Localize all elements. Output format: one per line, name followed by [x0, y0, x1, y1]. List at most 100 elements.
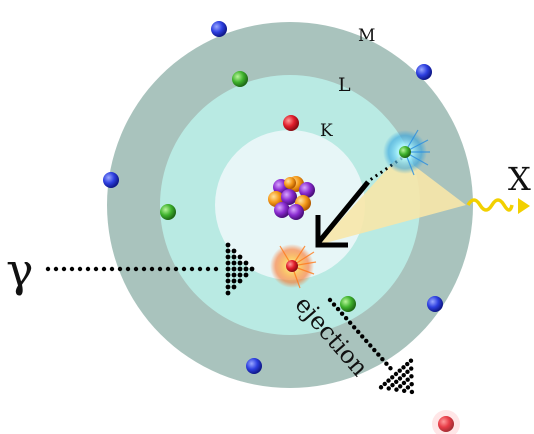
path-dot [197, 266, 203, 272]
path-dot [237, 272, 243, 278]
path-dot [394, 379, 399, 385]
xray-arrowhead [518, 198, 530, 214]
path-dot [378, 385, 384, 390]
path-dot [390, 375, 395, 380]
path-dot [225, 248, 231, 254]
path-dot [360, 334, 365, 339]
path-dot [85, 266, 91, 272]
path-dot [364, 338, 369, 344]
path-dot [327, 297, 333, 303]
path-dot [157, 266, 163, 272]
incoming-photon-arrowhead [225, 242, 255, 296]
path-dot [213, 266, 219, 272]
path-dot [117, 266, 123, 272]
path-dot [409, 381, 414, 387]
electron-m-3 [103, 172, 119, 188]
path-dot [339, 311, 345, 316]
vacancy-glow [270, 244, 317, 289]
path-dot [181, 266, 187, 272]
shell-label-k: K [320, 121, 333, 141]
path-dot [401, 388, 407, 393]
path-dot [231, 284, 237, 290]
path-dot [390, 382, 395, 388]
transition-arrow-head [315, 215, 348, 248]
path-dot [351, 325, 357, 330]
ejected-electron [438, 416, 454, 432]
path-dot [343, 316, 349, 321]
path-dot [231, 266, 237, 272]
path-dot [225, 242, 231, 248]
path-dot [401, 380, 407, 386]
shell-label-l: L [338, 74, 351, 96]
path-dot [237, 254, 243, 260]
path-dot [189, 266, 195, 272]
ejected-electron-glow [432, 410, 460, 434]
path-dot [243, 266, 249, 272]
path-dot [125, 266, 131, 272]
electron-k-1 [283, 115, 299, 131]
path-dot [237, 260, 243, 266]
path-dot [225, 254, 231, 260]
path-dot [45, 266, 51, 272]
shell-label-m: M [358, 26, 375, 46]
path-dot [109, 266, 115, 272]
path-dot [405, 377, 410, 382]
path-dot [101, 266, 107, 272]
nucleus [268, 176, 315, 220]
path-dot [77, 266, 83, 272]
path-dot [225, 284, 231, 290]
xray-wave [466, 198, 514, 212]
gamma-label: γ [6, 243, 34, 297]
path-dot [401, 372, 406, 378]
path-dot [231, 260, 237, 266]
electron-m-1 [211, 21, 227, 37]
path-dot [386, 378, 391, 383]
incoming-photon-path [45, 266, 219, 272]
path-dot [409, 389, 415, 395]
path-dot [347, 320, 353, 325]
ejection-path [327, 297, 393, 371]
source-glow [383, 129, 430, 176]
path-dot [409, 374, 414, 379]
path-dot [397, 368, 402, 373]
path-dot [225, 290, 231, 296]
path-dot [405, 385, 411, 390]
path-dot [384, 361, 389, 366]
path-dot [401, 365, 406, 370]
path-dot [225, 260, 231, 266]
path-dot [386, 386, 391, 391]
path-dot [225, 272, 231, 278]
electron-l-1 [232, 71, 248, 87]
path-dot [231, 254, 237, 260]
electron-l-2 [160, 204, 176, 220]
electron-m-4 [427, 296, 443, 312]
path-dot [409, 366, 414, 371]
electron-l-3 [340, 296, 356, 312]
path-dot [356, 329, 361, 335]
path-dot [237, 266, 243, 272]
path-dot [398, 384, 403, 389]
path-dot [405, 369, 410, 375]
path-dot [237, 278, 243, 284]
path-dot [331, 302, 337, 307]
path-dot [388, 366, 393, 371]
path-dot [405, 361, 410, 367]
path-dot [173, 266, 179, 272]
path-dot [372, 347, 377, 353]
path-dot [249, 266, 255, 272]
path-dot [149, 266, 155, 272]
path-dot [225, 278, 231, 284]
path-dot [397, 376, 403, 381]
path-dot [382, 381, 387, 387]
path-dot [141, 266, 147, 272]
xray-label: X [508, 160, 531, 198]
path-dot [368, 343, 373, 348]
path-dot [231, 278, 237, 284]
path-dot [243, 272, 249, 278]
path-dot [376, 352, 381, 357]
path-dot [243, 260, 249, 266]
path-dot [133, 266, 139, 272]
transition-arrow [316, 180, 370, 245]
emission-cone [318, 155, 466, 245]
